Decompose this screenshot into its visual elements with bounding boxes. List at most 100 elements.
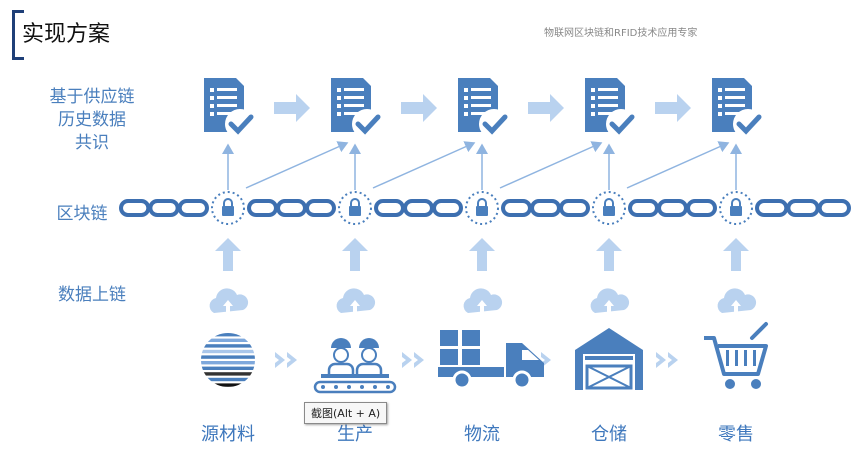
chain-link — [628, 199, 659, 217]
chain-link — [657, 199, 688, 217]
raw-stripe — [201, 383, 255, 387]
hard-hat — [331, 338, 351, 348]
check-badge — [733, 109, 763, 139]
blockchain-label: 区块链 — [56, 204, 108, 224]
chain-link — [755, 199, 789, 217]
ledger-line — [344, 88, 364, 91]
cargo-box — [462, 330, 480, 346]
flow-arrow — [528, 94, 564, 122]
cloud-arrow — [731, 300, 741, 314]
checkmark-icon — [609, 114, 635, 135]
title-bracket — [12, 10, 24, 60]
ledger-bullet — [591, 96, 595, 100]
stage-label-3: 仓储 — [591, 424, 627, 445]
blockchain-chain — [119, 199, 852, 217]
conveyor-roller — [373, 385, 377, 389]
warehouse-roof — [575, 328, 643, 390]
ledger-line — [217, 96, 237, 99]
conveyor-roller — [334, 385, 338, 389]
conveyor-belt — [313, 380, 397, 394]
diagram-elements — [201, 78, 768, 394]
ledger-bullet — [464, 96, 468, 100]
ledger-bullet — [464, 112, 468, 116]
crate-cross — [586, 365, 632, 389]
chain-link — [403, 199, 434, 217]
warehouse-beam — [585, 356, 633, 360]
ledger-bullet — [337, 96, 341, 100]
ledger-bullet — [591, 112, 595, 116]
upload-label: 数据上链 — [58, 285, 126, 305]
cloud-arrow — [477, 300, 487, 314]
ledger-bullet — [464, 104, 468, 108]
lock-shackle — [477, 198, 487, 206]
chain-link — [305, 199, 336, 217]
consensus-label-line-3: 共识 — [75, 133, 109, 153]
cloud-arrow — [604, 300, 614, 314]
cart-handle — [750, 322, 768, 340]
conveyor-top — [321, 374, 389, 378]
raw-stripe — [201, 361, 255, 365]
ledger-line — [725, 96, 745, 99]
truck-window — [522, 350, 539, 360]
raw-stripe — [201, 366, 255, 370]
ledger-line — [598, 104, 618, 107]
process-chevron — [656, 352, 666, 368]
ledger-line — [598, 112, 618, 115]
ledger-line — [344, 96, 364, 99]
delivery-truck-icon — [438, 330, 544, 390]
chain-link — [786, 199, 820, 217]
process-chevron — [287, 352, 297, 368]
raw-stripe — [201, 372, 255, 376]
screenshot-tooltip: 截图(Alt + A) — [304, 402, 388, 424]
cart-wheel — [751, 379, 761, 389]
ledger-bullet — [337, 88, 341, 92]
consensus-diagonal-arrow — [499, 141, 603, 189]
factory-workers-icon — [313, 338, 397, 394]
ledger-line — [725, 88, 745, 91]
worker-body — [327, 362, 355, 378]
cargo-box — [440, 330, 458, 346]
cart-frame — [704, 336, 768, 376]
worker-head — [333, 347, 349, 363]
chain-link — [530, 199, 561, 217]
process-chevron — [402, 352, 412, 368]
chain-link — [276, 199, 307, 217]
lock-icon — [222, 206, 234, 216]
ledger-line — [725, 112, 745, 115]
truck-bed — [438, 367, 504, 377]
cloud-upload-icon — [463, 288, 503, 313]
worker-body — [355, 362, 383, 378]
lock-shackle — [604, 198, 614, 206]
stage-label-1: 生产 — [337, 424, 373, 445]
chain-link — [119, 199, 151, 217]
chain-link — [817, 199, 852, 217]
ledger-line — [344, 112, 364, 115]
check-badge — [225, 109, 255, 139]
cloud-upload-icon — [209, 288, 249, 313]
upload-arrow — [215, 238, 241, 271]
ledger-bullet — [210, 88, 214, 92]
warehouse-crates — [585, 364, 633, 390]
worker-head — [361, 347, 377, 363]
raw-stripe — [201, 344, 255, 348]
conveyor-roller — [347, 385, 351, 389]
process-chevron — [414, 352, 424, 368]
warehouse-icon — [575, 328, 643, 390]
cloud-upload-icon — [717, 288, 757, 313]
page-subtitle: 物联网区块链和RFID技术应用专家 — [544, 28, 698, 39]
checkmark-icon — [482, 114, 508, 135]
checkmark-icon — [736, 114, 762, 135]
ledger-bullet — [210, 104, 214, 108]
cargo-box — [440, 349, 458, 365]
raw-material-icon — [201, 333, 255, 387]
chain-link — [501, 199, 532, 217]
ledger-line — [471, 88, 491, 91]
page-title: 实现方案 — [22, 22, 111, 47]
stage-label-0: 源材料 — [201, 424, 255, 445]
ledger-bullet — [337, 104, 341, 108]
consensus-label-line-1: 基于供应链 — [49, 87, 135, 107]
chain-link — [247, 199, 278, 217]
raw-stripe — [201, 349, 255, 354]
ledger-bullet — [718, 96, 722, 100]
ledger-bullet — [591, 104, 595, 108]
